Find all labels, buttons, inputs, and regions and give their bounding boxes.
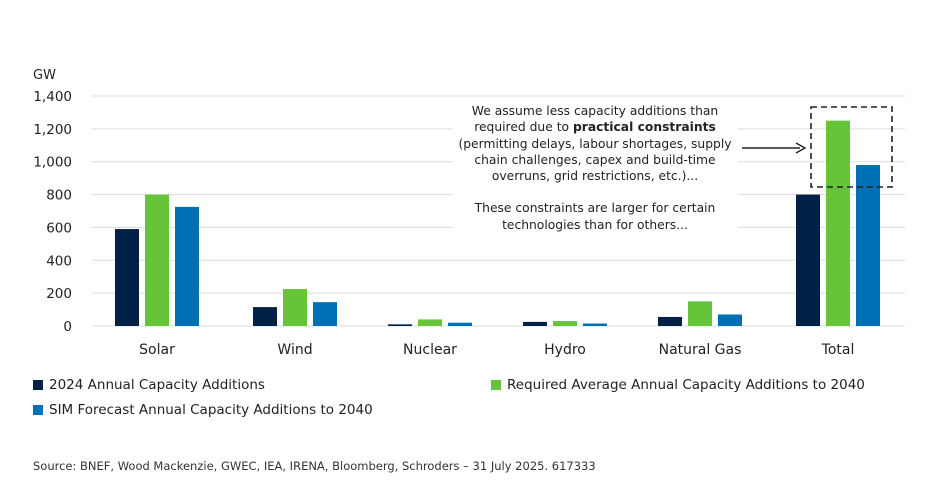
y-tick-label: 400	[46, 253, 72, 269]
bar-wind-series-0	[253, 307, 277, 326]
bar-nuclear-series-0	[388, 324, 412, 326]
y-axis-label: GW	[33, 68, 56, 83]
legend-item-2024: 2024 Annual Capacity Additions	[33, 377, 265, 393]
y-tick-label: 800	[46, 188, 72, 204]
x-tick-label: Solar	[139, 342, 175, 358]
legend-item-required: Required Average Annual Capacity Additio…	[491, 377, 865, 393]
y-tick-label: 0	[63, 319, 72, 335]
annotation-line: overruns, grid restrictions, etc.)...	[491, 169, 699, 184]
y-tick-label: 1,400	[33, 89, 72, 105]
annotation-line: We assume less capacity additions than	[471, 104, 719, 118]
x-tick-label: Hydro	[544, 342, 586, 358]
highlight-dashed-box	[810, 106, 893, 188]
x-tick-label: Total	[821, 342, 855, 358]
bar-total-series-2	[856, 165, 880, 326]
x-tick-label: Natural Gas	[659, 342, 742, 358]
bar-wind-series-1	[283, 289, 307, 326]
x-tick-label: Wind	[277, 342, 312, 358]
annotation-line: (permitting delays, labour shortages, su…	[458, 136, 732, 151]
annotation-line: technologies than for others...	[502, 217, 688, 232]
bar-hydro-series-2	[583, 323, 607, 326]
y-tick-label: 200	[46, 286, 72, 302]
annotation-line: chain challenges, capex and build-time	[474, 152, 716, 167]
annotation-text: required due to	[474, 120, 573, 135]
bar-nuclear-series-1	[418, 319, 442, 326]
bar-solar-series-1	[145, 194, 169, 326]
annotation-line: required due to practical constraints	[452, 119, 738, 135]
bar-natural-gas-series-0	[658, 316, 682, 326]
legend-item-sim-forecast: SIM Forecast Annual Capacity Additions t…	[33, 402, 373, 418]
y-tick-label: 1,200	[33, 122, 72, 138]
bar-hydro-series-1	[553, 321, 577, 326]
bar-nuclear-series-2	[448, 322, 472, 326]
bar-total-series-1	[826, 120, 850, 327]
legend-label: 2024 Annual Capacity Additions	[49, 377, 265, 393]
y-tick-label: 600	[46, 220, 72, 236]
source-note: Source: BNEF, Wood Mackenzie, GWEC, IEA,…	[33, 459, 596, 473]
bar-natural-gas-series-1	[688, 301, 712, 326]
legend-swatch	[33, 405, 43, 415]
bar-natural-gas-series-2	[718, 314, 742, 326]
annotation-line: These constraints are larger for certain	[474, 201, 716, 216]
arrow-head-icon	[795, 142, 807, 154]
bar-total-series-0	[796, 194, 820, 326]
bar-solar-series-0	[115, 229, 139, 326]
bar-solar-series-2	[175, 206, 199, 326]
legend-label: SIM Forecast Annual Capacity Additions t…	[49, 402, 373, 418]
legend-swatch	[491, 380, 501, 390]
x-tick-label: Nuclear	[403, 342, 457, 358]
legend-swatch	[33, 380, 43, 390]
bar-hydro-series-0	[523, 321, 547, 326]
annotation-bold-text: practical constraints	[572, 120, 716, 135]
y-tick-label: 1,000	[33, 155, 72, 171]
annotation-box: We assume less capacity additions than r…	[452, 103, 738, 234]
bar-wind-series-2	[313, 302, 337, 326]
legend-label: Required Average Annual Capacity Additio…	[507, 377, 865, 393]
